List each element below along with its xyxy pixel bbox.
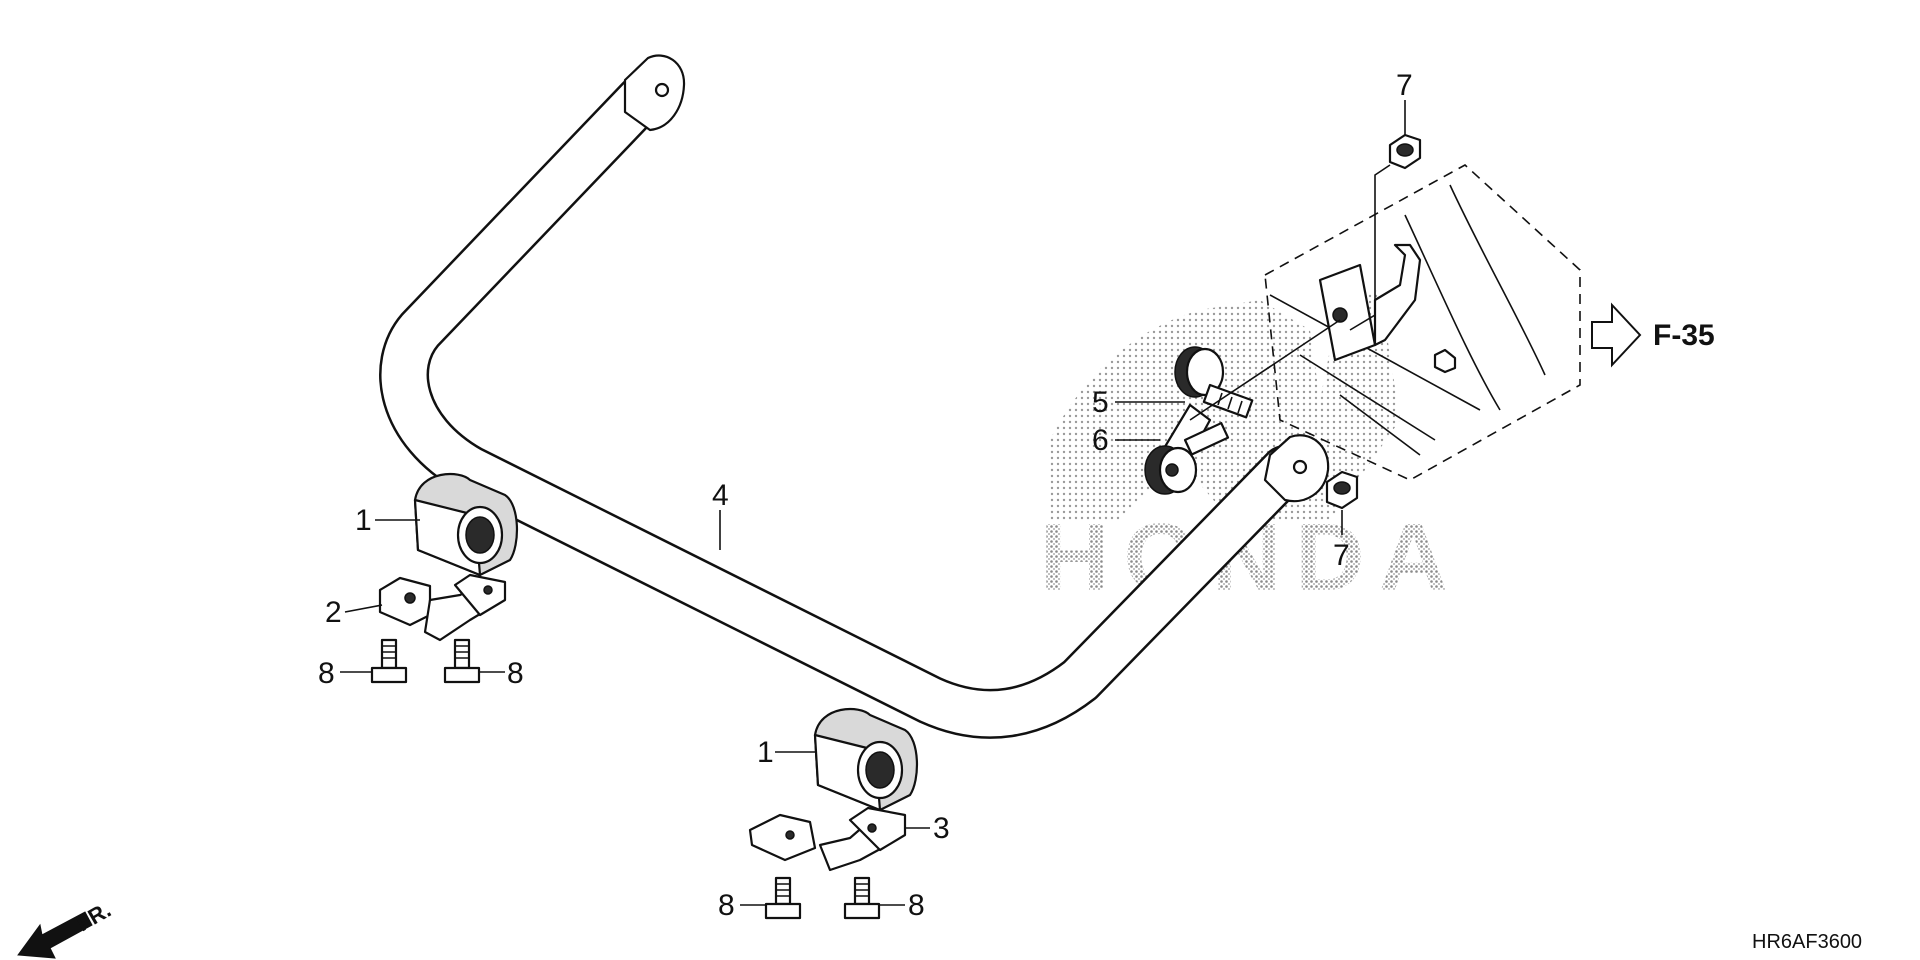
hex-nut-bottom[interactable] <box>1325 470 1359 510</box>
flange-bolt-right-b[interactable] <box>843 876 881 920</box>
stabilizer-bushing-right[interactable] <box>813 707 919 812</box>
stabilizer-bar[interactable] <box>379 54 1330 739</box>
callout-bolt-right-a: 8 <box>718 889 735 922</box>
stabilizer-link[interactable] <box>1144 346 1254 495</box>
callout-holder-left: 2 <box>325 596 342 629</box>
flange-bolt-left-b[interactable] <box>443 638 481 684</box>
hex-nut-top[interactable] <box>1388 133 1422 170</box>
subframe-contour-lines <box>1269 184 1546 456</box>
callout-bushing-right: 1 <box>757 736 774 769</box>
outline-arrow-icon <box>1591 302 1642 368</box>
callout-link-lower: 6 <box>1092 424 1109 457</box>
callout-bolt-right-b: 8 <box>908 889 925 922</box>
bar-end-eye-top <box>623 54 686 132</box>
callout-stabilizer-bar: 4 <box>712 479 729 512</box>
callout-link-upper: 5 <box>1092 386 1109 419</box>
leader-lines <box>340 100 1406 906</box>
bushing-holder-left[interactable] <box>378 573 507 642</box>
bushing-holder-right[interactable] <box>748 806 907 872</box>
phantom-subframe-outline <box>1264 164 1581 481</box>
reference-label: F-35 <box>1653 319 1715 352</box>
callout-bolt-left-b: 8 <box>507 657 524 690</box>
stabilizer-bushing-left[interactable] <box>413 472 519 577</box>
flange-bolt-right-a[interactable] <box>764 876 802 920</box>
callout-nut-top: 7 <box>1396 69 1413 102</box>
reference-arrow[interactable]: F-35 <box>1591 302 1715 368</box>
bar-end-hole-right <box>1292 459 1308 475</box>
callout-bushing-left: 1 <box>355 504 372 537</box>
front-direction-indicator: FR. <box>17 897 115 959</box>
callout-nut-bottom: 7 <box>1333 539 1350 572</box>
bar-end-hole-top <box>654 82 670 98</box>
callout-holder-right: 3 <box>933 812 950 845</box>
subframe-link-bracket <box>1318 243 1457 374</box>
callout-bolt-left-a: 8 <box>318 657 335 690</box>
diagram-code: HR6AF3600 <box>1752 931 1862 953</box>
direction-arrow-icon <box>17 911 93 959</box>
flange-bolt-left-a[interactable] <box>370 638 408 684</box>
